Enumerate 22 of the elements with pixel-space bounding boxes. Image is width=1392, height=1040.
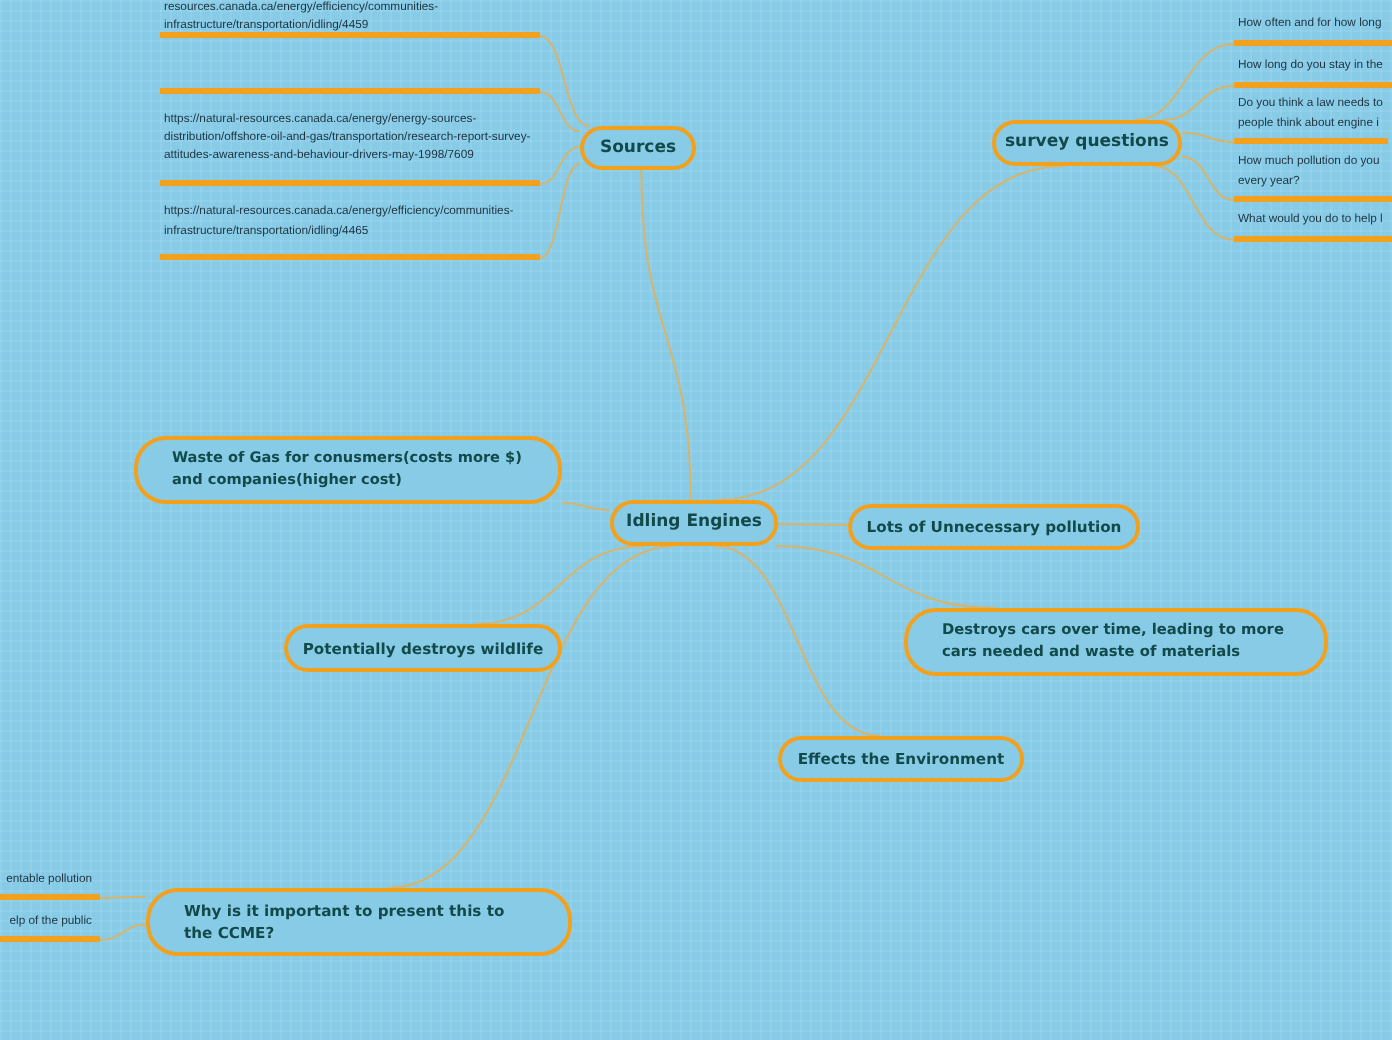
connector-line	[539, 145, 581, 185]
topic-box: survey questions	[992, 120, 1182, 166]
connector-line	[1161, 85, 1235, 121]
connector-line	[1181, 155, 1235, 201]
connector-line	[99, 923, 147, 941]
connector-line	[474, 545, 646, 625]
connector-line	[1152, 165, 1235, 241]
connector-line	[1133, 43, 1235, 121]
connector-line	[539, 162, 581, 259]
connector-line	[539, 91, 581, 133]
topic-box: Idling Engines	[610, 500, 778, 546]
connector-line	[386, 545, 676, 889]
connector-line	[713, 545, 882, 737]
connector-line	[561, 501, 611, 512]
connector-line	[774, 545, 997, 609]
connector-line	[640, 169, 692, 501]
connector-line	[1181, 131, 1235, 143]
connector-line	[716, 165, 1065, 501]
connector-line	[539, 35, 590, 127]
connector-line	[777, 523, 849, 527]
connector-line	[99, 895, 147, 899]
topic-box: Sources	[580, 126, 696, 170]
